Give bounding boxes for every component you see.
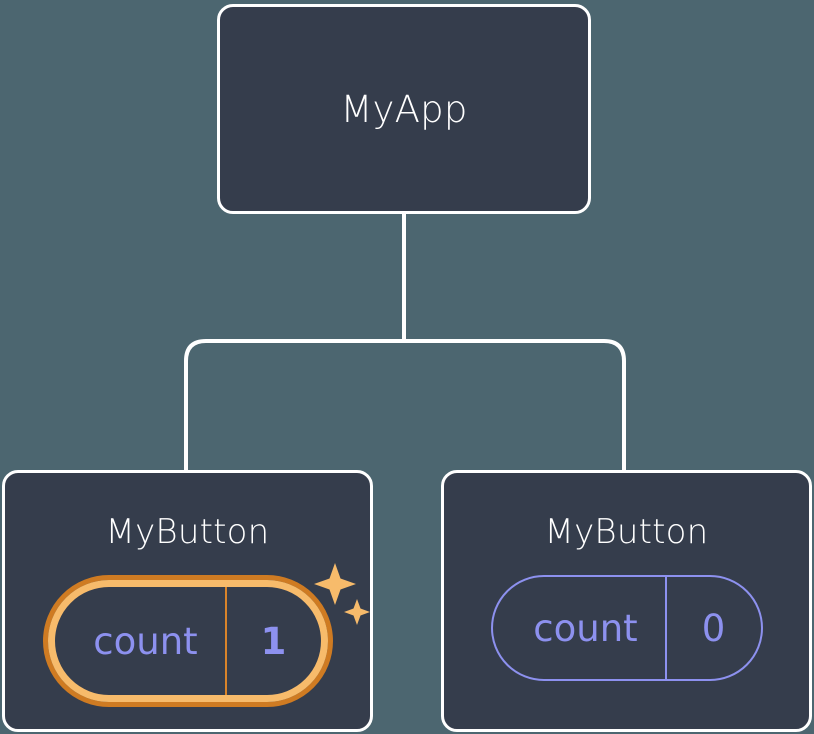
- state-pill-right-key: count: [533, 606, 638, 650]
- node-mybutton-right-label: MyButton: [544, 512, 709, 552]
- node-mybutton-left-label: MyButton: [105, 512, 270, 552]
- state-pill-left[interactable]: count 1: [47, 580, 328, 702]
- state-pill-right-value: 0: [664, 577, 761, 679]
- state-pill-left-wrapper: count 1: [42, 563, 370, 707]
- node-myapp-label: MyApp: [340, 87, 468, 131]
- node-mybutton-right[interactable]: MyButton count 0: [441, 470, 812, 732]
- state-pill-left-key: count: [93, 619, 198, 663]
- sparkle-small-icon: [343, 599, 370, 625]
- state-pill-right[interactable]: count 0: [490, 575, 763, 681]
- state-pill-left-value: 1: [224, 587, 321, 695]
- sparkle-large-icon: [313, 563, 356, 605]
- node-mybutton-left[interactable]: MyButton count 1: [2, 470, 373, 732]
- connector-branch: [184, 339, 626, 470]
- state-pill-left-highlight-ring: count 1: [42, 575, 333, 707]
- state-pill-right-wrapper: count 0: [490, 575, 763, 681]
- node-myapp[interactable]: MyApp: [217, 4, 591, 214]
